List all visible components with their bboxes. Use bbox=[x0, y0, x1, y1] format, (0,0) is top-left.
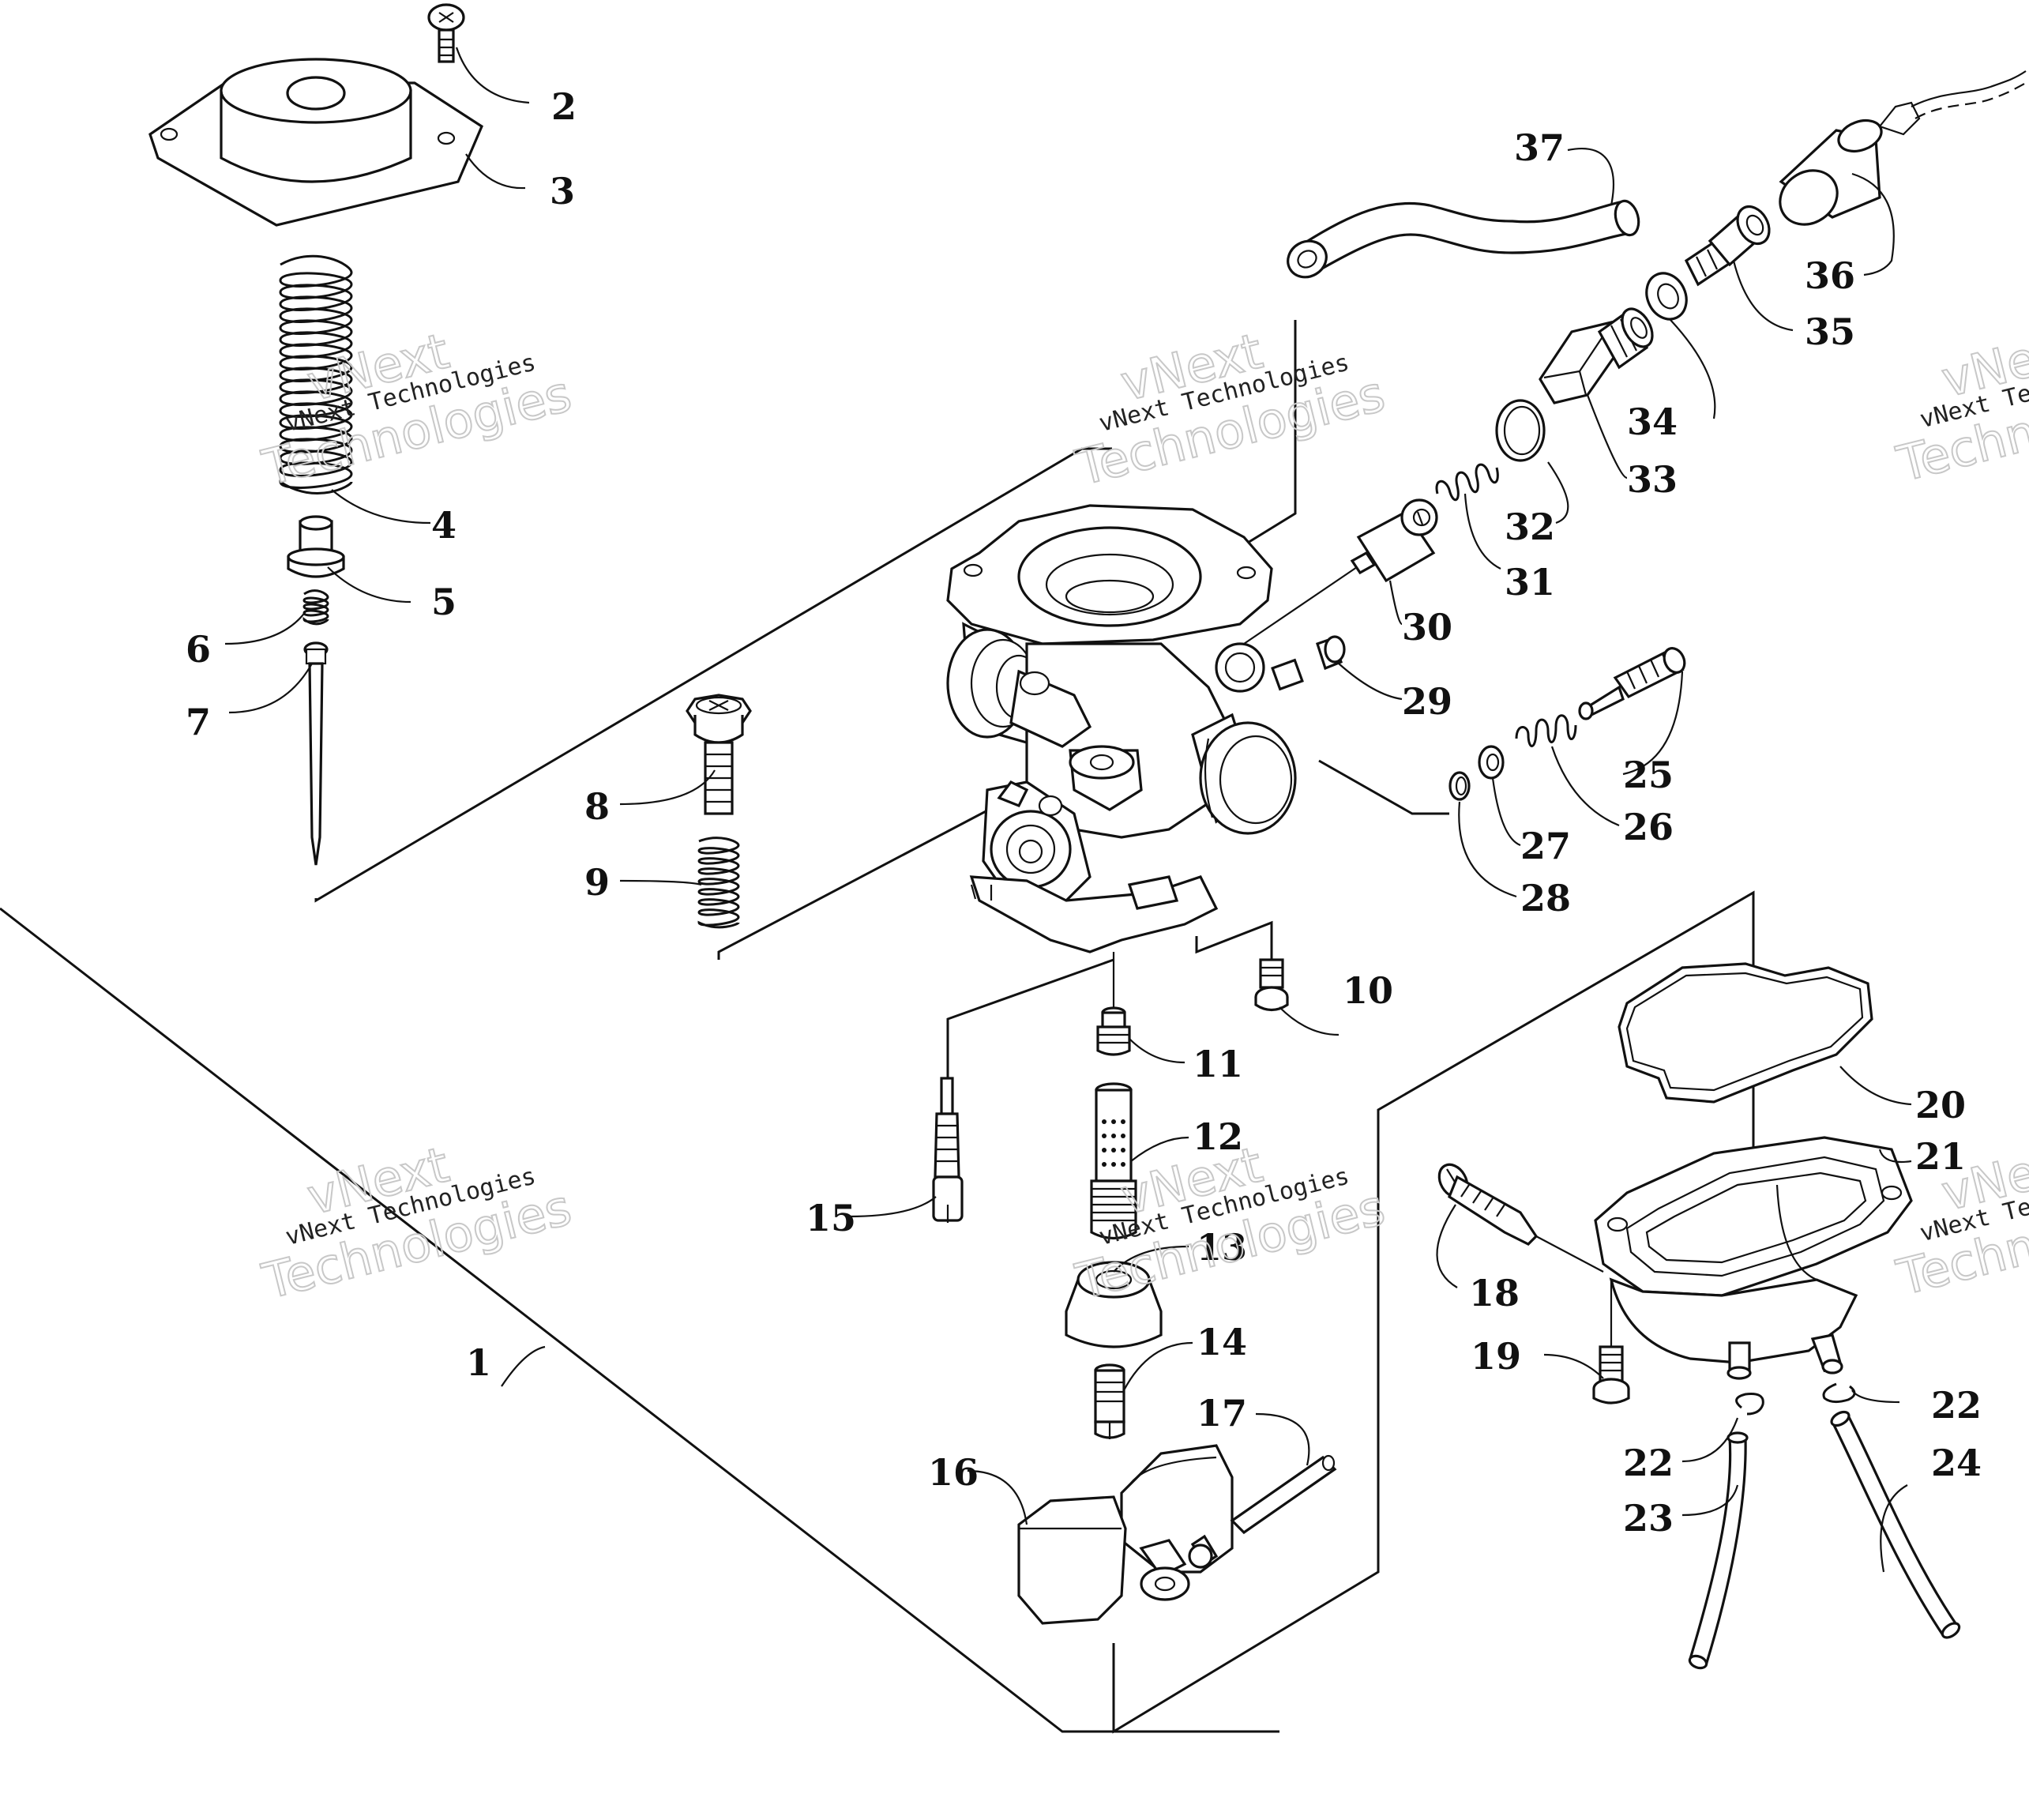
label-part-32: 32 bbox=[1505, 506, 1555, 548]
watermark-top-left: vNext vNext Technologies Technologies bbox=[256, 321, 577, 498]
label-part-9: 9 bbox=[584, 861, 610, 904]
starter-o-ring bbox=[1495, 399, 1546, 462]
float-pin bbox=[1230, 1454, 1337, 1535]
starter-plunger-spring bbox=[1435, 463, 1499, 501]
label-part-30: 30 bbox=[1402, 606, 1452, 649]
label-part-1: 1 bbox=[466, 1341, 491, 1384]
hose-clip-left bbox=[1735, 1393, 1764, 1416]
carburetor-body bbox=[946, 504, 1304, 953]
label-part-35: 35 bbox=[1805, 310, 1855, 353]
label-part-7: 7 bbox=[186, 701, 211, 743]
label-part-36: 36 bbox=[1805, 254, 1855, 297]
watermark-top-right: vNext vNext Technologies Technologies bbox=[1891, 318, 2029, 494]
label-part-31: 31 bbox=[1505, 561, 1555, 604]
part-labels: 1 2 3 4 5 6 7 8 9 10 11 12 13 14 15 16 1… bbox=[186, 85, 1982, 1540]
label-part-5: 5 bbox=[431, 581, 457, 623]
vent-hose bbox=[1287, 199, 1640, 279]
top-cover-screw bbox=[427, 3, 465, 63]
pilot-screw-spring bbox=[1515, 714, 1577, 747]
label-part-13: 13 bbox=[1197, 1226, 1247, 1269]
label-part-37: 37 bbox=[1514, 126, 1565, 169]
hose-clip-right bbox=[1822, 1382, 1856, 1404]
cable-adjuster bbox=[1684, 205, 1771, 287]
watermark-top-center: vNext vNext Technologies Technologies bbox=[1069, 321, 1391, 498]
label-part-22-right: 22 bbox=[1931, 1384, 1982, 1427]
label-part-6: 6 bbox=[186, 628, 211, 671]
float bbox=[1017, 1444, 1234, 1625]
label-part-21: 21 bbox=[1915, 1135, 1966, 1178]
pilot-air-screw bbox=[1578, 647, 1686, 720]
starter-plunger bbox=[1243, 498, 1438, 645]
label-part-17: 17 bbox=[1197, 1392, 1247, 1435]
label-part-22-left: 22 bbox=[1623, 1442, 1674, 1484]
needle-jet bbox=[1090, 1082, 1137, 1240]
label-part-18: 18 bbox=[1469, 1272, 1520, 1314]
label-part-2: 2 bbox=[551, 85, 577, 128]
label-part-23: 23 bbox=[1623, 1497, 1674, 1540]
label-part-20: 20 bbox=[1915, 1084, 1966, 1126]
label-part-26: 26 bbox=[1623, 806, 1674, 848]
label-part-16: 16 bbox=[928, 1451, 979, 1494]
label-part-24: 24 bbox=[1931, 1442, 1982, 1484]
main-jet bbox=[1094, 1363, 1125, 1439]
label-part-8: 8 bbox=[584, 785, 610, 828]
jet-needle bbox=[303, 641, 329, 866]
main-jet-holder bbox=[1096, 1006, 1131, 1056]
label-part-19: 19 bbox=[1471, 1335, 1521, 1378]
needle-holder bbox=[287, 515, 345, 578]
main-spring bbox=[279, 254, 353, 495]
body-screw bbox=[1254, 958, 1289, 1012]
label-part-10: 10 bbox=[1343, 969, 1393, 1012]
watermark-bottom-center: vNext vNext Technologies Technologies bbox=[1069, 1134, 1391, 1311]
float-bowl-drain-screw bbox=[1437, 1163, 1604, 1273]
starter-nut bbox=[1539, 307, 1654, 404]
watermark-bottom-left: vNext vNext Technologies Technologies bbox=[256, 1134, 577, 1311]
label-part-15: 15 bbox=[806, 1197, 856, 1239]
overflow-hose-left bbox=[1688, 1431, 1749, 1670]
label-part-34: 34 bbox=[1627, 400, 1678, 443]
starter-nut-washer bbox=[1645, 272, 1688, 321]
float-bowl-gasket bbox=[1618, 962, 1873, 1104]
label-part-4: 4 bbox=[431, 504, 457, 547]
float-bowl-screw bbox=[1592, 1280, 1630, 1404]
top-cover bbox=[148, 58, 484, 227]
assembly-outline-lines bbox=[0, 320, 1755, 1734]
pilot-screw-o-ring bbox=[1448, 771, 1471, 801]
leader-lines bbox=[224, 47, 1912, 1573]
jet-seal-cap bbox=[1065, 1261, 1163, 1348]
label-part-28: 28 bbox=[1520, 877, 1571, 919]
pilot-screw-washer bbox=[1478, 745, 1505, 780]
throttle-stop-spring bbox=[697, 837, 740, 929]
float-bowl bbox=[1594, 1136, 1913, 1380]
needle-clip-spring bbox=[302, 589, 329, 626]
cable-boot bbox=[1779, 70, 2027, 226]
throttle-stop-screw bbox=[686, 694, 752, 815]
passage-plug bbox=[1315, 635, 1346, 671]
label-part-14: 14 bbox=[1197, 1321, 1247, 1363]
label-part-3: 3 bbox=[550, 170, 575, 212]
label-part-33: 33 bbox=[1627, 458, 1678, 501]
overflow-hose-right bbox=[1830, 1410, 1961, 1639]
label-part-12: 12 bbox=[1193, 1115, 1243, 1158]
label-part-11: 11 bbox=[1193, 1043, 1243, 1085]
label-part-27: 27 bbox=[1520, 825, 1571, 867]
label-part-29: 29 bbox=[1402, 680, 1452, 723]
label-part-25: 25 bbox=[1623, 754, 1674, 796]
pilot-jet bbox=[932, 1077, 964, 1223]
